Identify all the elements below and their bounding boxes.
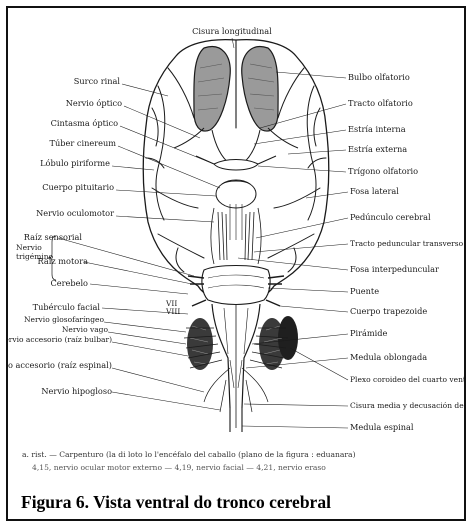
label-right: Cuerpo trapezoide <box>350 306 427 316</box>
label-left: Nervio glosofaríngeo <box>24 315 105 324</box>
cerebral-peduncles <box>211 204 261 264</box>
label-right: Tracto peduncular transverso <box>350 239 464 248</box>
label-right: Medula espinal <box>350 422 414 432</box>
label-viii: VIII <box>165 307 180 316</box>
medulla-oblongata <box>212 304 260 428</box>
label-right: Bulbo olfatorio <box>348 72 410 82</box>
label-left: Nervio hipogloso <box>41 386 112 396</box>
figure-frame: Cisura longitudinal Surco rinal Nervio ó… <box>6 6 466 521</box>
pituitary-body <box>216 180 256 208</box>
label-right: Plexo coroideo del cuarto ventrículo <box>350 375 464 384</box>
left-labels: Surco rinal Nervio óptico Cintasma óptic… <box>8 76 122 396</box>
label-right: Estría externa <box>348 144 407 154</box>
label-left: Cintasma óptico <box>51 118 118 128</box>
label-right: Estría interna <box>348 124 406 134</box>
label-left: Túber cinereum <box>50 138 117 148</box>
figure-caption: Figura 6. Vista ventral do tronco cerebr… <box>21 492 331 513</box>
label-left: Lóbulo piriforme <box>40 158 110 168</box>
label-right: Pirámide <box>350 328 388 338</box>
cerebellum-masses <box>187 316 298 370</box>
label-right: Fosa lateral <box>350 186 399 196</box>
label-left: Nervio oculomotor <box>36 208 114 218</box>
label-right: Cisura media y decusación de las pirámid… <box>350 401 464 410</box>
right-labels: Bulbo olfatorio Tracto olfatorio Estría … <box>348 72 464 432</box>
label-left: Tubérculo facial <box>33 302 101 312</box>
source-caption-line-1: a. rist. — Carpenturo (la di loto lo l'e… <box>22 448 462 461</box>
label-right: Puente <box>350 286 379 296</box>
label-right: Pedúnculo cerebral <box>350 212 431 222</box>
source-caption-line-2: 4,15, nervio ocular motor externo — 4,19… <box>22 461 462 474</box>
label-left: Nervio óptico <box>66 98 122 108</box>
source-caption: a. rist. — Carpenturo (la di loto lo l'e… <box>22 448 462 474</box>
optic-chiasm <box>214 160 258 171</box>
label-cisura-longitudinal: Cisura longitudinal <box>192 26 272 36</box>
label-left: Surco rinal <box>74 76 121 86</box>
brainstem-illustration: Cisura longitudinal Surco rinal Nervio ó… <box>8 8 464 438</box>
label-left: Cuerpo pituitario <box>42 182 114 192</box>
label-right: Tracto olfatorio <box>348 98 413 108</box>
label-right: Medula oblongada <box>350 352 427 362</box>
pons <box>202 266 270 305</box>
label-trigeminal-1: Nervio <box>16 243 42 252</box>
label-right: Fosa interpeduncular <box>350 264 439 274</box>
label-right: Trígono olfatorio <box>348 166 418 176</box>
label-left: Cerebelo <box>50 278 88 288</box>
label-left: Nervio accesorio (raíz bulbar) <box>8 335 112 344</box>
label-trigeminal-2: trigémino <box>16 252 54 261</box>
label-left: Nervio accesorio (raíz espinal) <box>8 360 112 370</box>
label-left: Nervio vago <box>62 325 109 334</box>
